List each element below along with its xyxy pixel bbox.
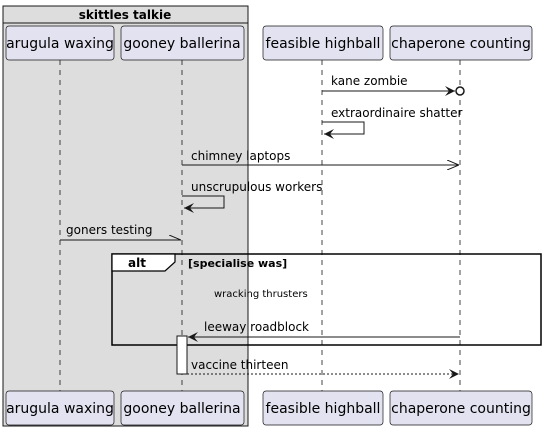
participant-feasible-bottom[interactable]: feasible highball xyxy=(262,390,384,426)
alt-fragment: alt [specialise was] wracking thrusters xyxy=(111,253,542,346)
message-label: vaccine thirteen xyxy=(191,358,288,372)
message-unscrupulous-workers: unscrupulous workers xyxy=(182,180,322,213)
message-label: kane zombie xyxy=(331,74,408,88)
participant-label: chaperone counting xyxy=(391,36,531,52)
message-label: extraordinaire shatter xyxy=(331,106,462,120)
group-box xyxy=(2,5,249,427)
participant-arugula-top[interactable]: arugula waxing xyxy=(5,25,115,61)
fragment-note: wracking thrusters xyxy=(214,289,308,300)
message-chimney-laptops: chimney laptops xyxy=(182,149,459,165)
activation-bar xyxy=(176,335,188,375)
participant-label: arugula waxing xyxy=(6,401,114,417)
participant-gooney-bottom[interactable]: gooney ballerina xyxy=(120,390,245,426)
group-title: skittles talkie xyxy=(79,8,171,22)
message-goners-testing: goners testing xyxy=(60,223,181,241)
message-label: unscrupulous workers xyxy=(191,180,322,194)
participant-chaperone-bottom[interactable]: chaperone counting xyxy=(389,390,533,426)
fragment-guard: [specialise was] xyxy=(188,257,287,270)
participant-label: gooney ballerina xyxy=(123,36,240,52)
participant-arugula-bottom[interactable]: arugula waxing xyxy=(5,390,115,426)
message-label: chimney laptops xyxy=(191,149,290,163)
message-vaccine-thirteen: vaccine thirteen xyxy=(187,358,459,379)
participant-label: gooney ballerina xyxy=(123,401,240,417)
participant-label: feasible highball xyxy=(266,401,381,417)
participant-label: chaperone counting xyxy=(391,401,531,417)
participant-feasible-top[interactable]: feasible highball xyxy=(262,25,384,61)
lost-message-circle xyxy=(455,86,465,96)
fragment-keyword: alt xyxy=(128,256,146,270)
message-label: leeway roadblock xyxy=(204,320,309,334)
message-extraordinaire-shatter: extraordinaire shatter xyxy=(322,106,462,139)
message-leeway-roadblock: leeway roadblock xyxy=(188,320,460,342)
fragment-tab xyxy=(111,253,176,272)
fragment-frame xyxy=(111,253,542,346)
participant-label: arugula waxing xyxy=(6,36,114,52)
participant-label: feasible highball xyxy=(266,36,381,52)
message-label: goners testing xyxy=(66,223,153,237)
message-kane-zombie: kane zombie xyxy=(322,74,465,96)
participant-chaperone-top[interactable]: chaperone counting xyxy=(389,25,533,61)
participant-gooney-top[interactable]: gooney ballerina xyxy=(120,25,245,61)
